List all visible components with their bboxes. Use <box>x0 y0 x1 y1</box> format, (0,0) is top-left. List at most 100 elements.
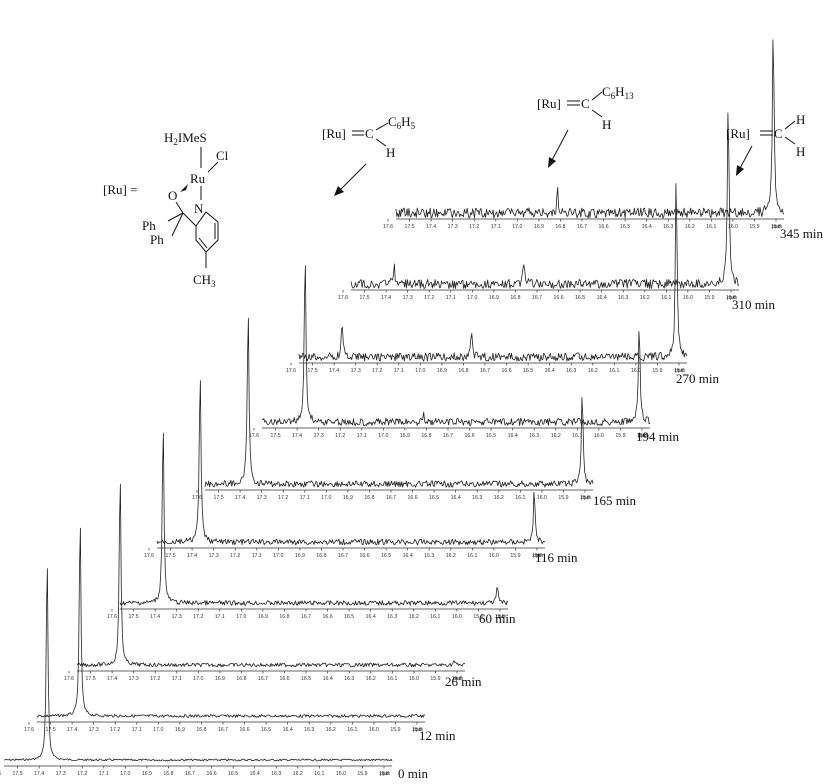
x-tick-label: 15.8 <box>495 614 505 620</box>
x-tick-label: 16.2 <box>409 614 419 620</box>
x-tick-label: 16.7 <box>218 727 228 733</box>
x-tick-label: 17.6 <box>144 553 154 559</box>
x-tick-label: 16.6 <box>554 295 564 301</box>
dative-arrow <box>180 184 188 192</box>
spectrum-trace <box>156 380 546 546</box>
pyridine-ring <box>195 211 219 253</box>
benzylidene-h-bond <box>375 138 387 147</box>
x-tick-label: 16.0 <box>728 224 738 230</box>
x-tick-label: 16.4 <box>366 614 376 620</box>
x-tick-label: 15.8 <box>726 295 736 301</box>
time-label: 0 min <box>398 766 428 781</box>
x-tick-label: 16.4 <box>508 433 518 439</box>
x-unit-label: ppm <box>533 553 543 559</box>
x-tick-label: 16.8 <box>279 614 289 620</box>
x-tick-label: 16.9 <box>534 224 544 230</box>
x-tick-label: 16.7 <box>338 553 348 559</box>
x-unit-label: ppm <box>496 614 506 620</box>
methylidene-annotation: [Ru] C H H <box>726 112 805 176</box>
x-tick-label: 17.5 <box>308 368 318 374</box>
spectrum-2: 17.6 17.5 17.4 17.3 17.2 17.1 17.0 16.9 16.8 16.7… <box>24 527 456 743</box>
x-tick-label: 16.6 <box>408 495 418 501</box>
benzylidene-carbon-label: C <box>365 126 374 141</box>
x-tick-label: 17.5 <box>46 727 56 733</box>
time-label: 165 min <box>593 493 636 508</box>
x-tick-label: 16.0 <box>409 676 419 682</box>
x-tick-label: 16.0 <box>594 433 604 439</box>
x-tick-label: 16.5 <box>301 676 311 682</box>
x-tick-label: 17.0 <box>236 614 246 620</box>
x-tick-label: 15.8 <box>674 368 684 374</box>
chloride-bond <box>207 161 219 173</box>
spectrum-trace <box>261 265 651 427</box>
x-tick-label: 17.4 <box>329 368 339 374</box>
spectrum-trace <box>298 183 688 362</box>
x-tick-label: 17.4 <box>426 224 436 230</box>
c-ph1-bond <box>167 212 184 222</box>
x-tick-label: 17.6 <box>107 614 117 620</box>
x-tick-label: 17.1 <box>132 727 142 733</box>
x-tick-label: 16.5 <box>228 771 238 777</box>
x-tick-label: 17.6 <box>0 771 1 777</box>
x-tick-label: 16.2 <box>640 295 650 301</box>
time-label: 60 min <box>479 611 516 626</box>
x-tick-label: 16.6 <box>465 433 475 439</box>
x-tick-label: 16.9 <box>295 553 305 559</box>
time-label: 310 min <box>732 297 775 312</box>
x-tick-label: 16.8 <box>236 676 246 682</box>
time-label: 116 min <box>535 550 578 565</box>
x-tick-label: 16.3 <box>271 771 281 777</box>
x-tick-label: 17.3 <box>209 553 219 559</box>
x-tick-label: 16.7 <box>185 771 195 777</box>
x-tick-label: 17.2 <box>193 614 203 620</box>
x-tick-label: 16.8 <box>421 433 431 439</box>
x-unit-label: ppm <box>413 727 423 733</box>
x-tick-label: 16.1 <box>467 553 477 559</box>
x-tick-label: 16.4 <box>597 295 607 301</box>
x-tick-label: 16.4 <box>451 495 461 501</box>
x-tick-label: 16.3 <box>344 676 354 682</box>
x-tick-label: 17.1 <box>394 368 404 374</box>
x-tick-label: 16.3 <box>472 495 482 501</box>
x-tick-label: 16.5 <box>429 495 439 501</box>
x-tick-label: 17.2 <box>150 676 160 682</box>
x-tick-label: 17.0 <box>467 295 477 301</box>
x-tick-label: 16.7 <box>386 495 396 501</box>
x-tick-label: 16.6 <box>502 368 512 374</box>
x-tick-label: 17.0 <box>512 224 522 230</box>
x-tick-label: 15.8 <box>580 495 590 501</box>
x-tick-label: 17.3 <box>89 727 99 733</box>
x-tick-label: 17.4 <box>235 495 245 501</box>
spectrum-trace <box>395 39 785 219</box>
x-tick-label: 16.3 <box>566 368 576 374</box>
spectrum-trace <box>3 568 393 762</box>
x-tick-label: 16.3 <box>618 295 628 301</box>
x-tick-label: 17.4 <box>381 295 391 301</box>
spectrum-trace <box>36 527 426 718</box>
x-tick-label: 16.0 <box>369 727 379 733</box>
x-tick-label: 17.4 <box>292 433 302 439</box>
x-tick-label: 16.4 <box>283 727 293 733</box>
x-tick-label: 16.2 <box>326 727 336 733</box>
spectrum-trace <box>119 432 509 606</box>
c-ring-bond <box>182 212 197 227</box>
methylidene-arrowhead <box>736 165 744 176</box>
x-tick-label: 16.4 <box>250 771 260 777</box>
x-tick-label: 17.5 <box>405 224 415 230</box>
x-tick-label: 16.8 <box>458 368 468 374</box>
c-ph2-bond <box>171 212 184 237</box>
x-tick-label: 16.0 <box>489 553 499 559</box>
x-tick-label: 17.0 <box>120 771 130 777</box>
x-tick-label: 16.5 <box>261 727 271 733</box>
x-tick-label: 16.4 <box>642 224 652 230</box>
spectrum-trace <box>76 483 466 668</box>
x-tick-label: 17.2 <box>230 553 240 559</box>
o-c-bond <box>175 201 184 214</box>
x-tick-label: 15.9 <box>704 295 714 301</box>
x-tick-label: 17.5 <box>271 433 281 439</box>
x-tick-label: 15.9 <box>510 553 520 559</box>
spectrum-trace <box>204 317 594 488</box>
x-tick-label: 16.3 <box>304 727 314 733</box>
x-tick-label: 17.4 <box>150 614 160 620</box>
